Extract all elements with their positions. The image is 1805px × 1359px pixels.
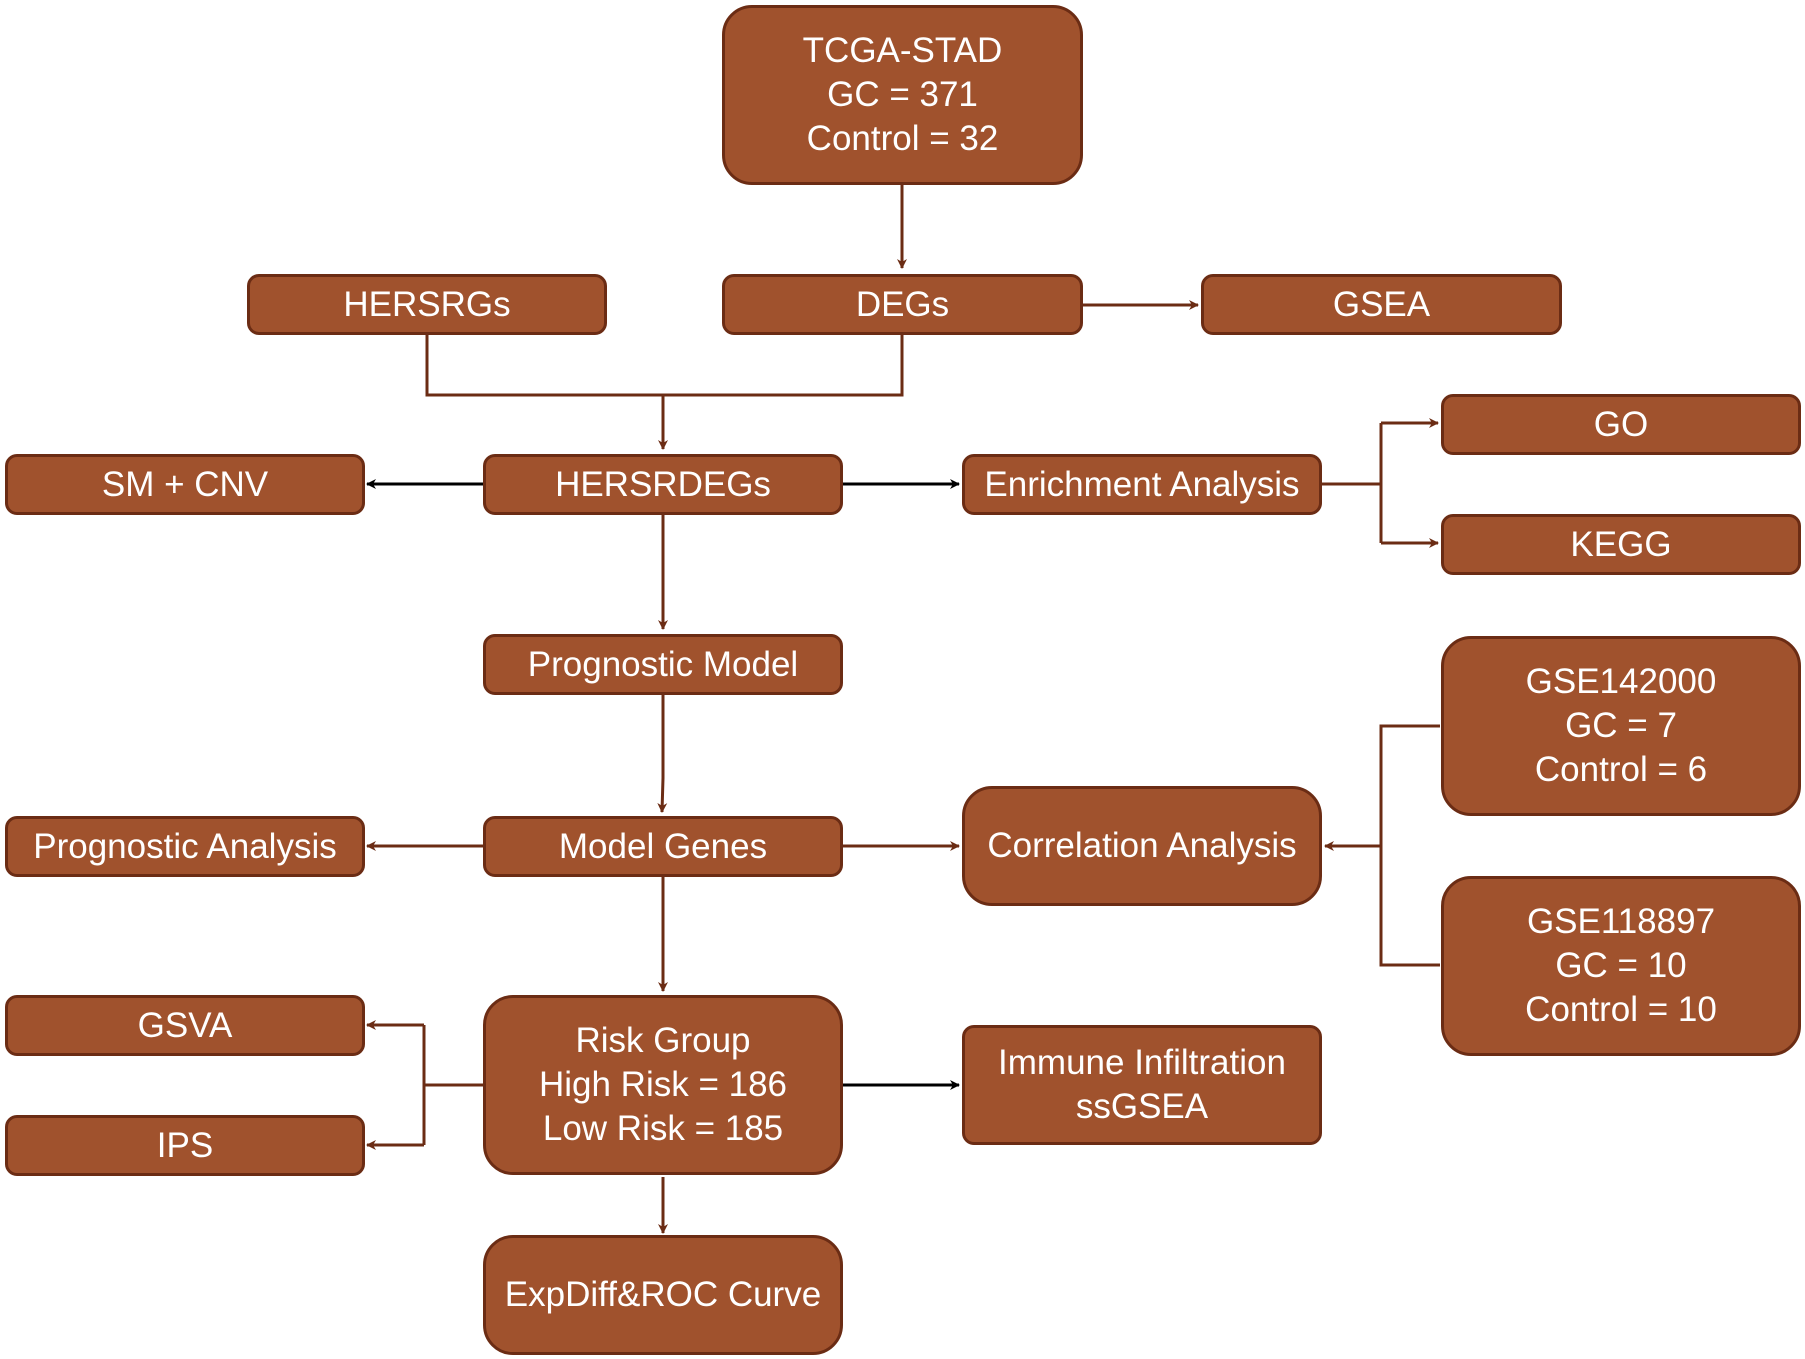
- node-tcga-line-2: GC = 371: [827, 75, 978, 114]
- node-correlation-analysis: Correlation Analysis: [962, 786, 1322, 906]
- node-immune-infiltration: Immune Infiltration ssGSEA: [962, 1025, 1322, 1145]
- connector-risk-branch: [422, 1025, 483, 1145]
- arrow-prognostic-model-to-model-genes: [657, 695, 668, 813]
- node-gse118897-line-3: Control = 10: [1525, 990, 1717, 1029]
- node-expdiff-label: ExpDiff&ROC Curve: [504, 1275, 822, 1314]
- node-model-genes-label: Model Genes: [558, 826, 768, 866]
- node-risk-group: Risk Group High Risk = 186 Low Risk = 18…: [483, 995, 843, 1175]
- node-immune-line-2: ssGSEA: [1075, 1087, 1209, 1126]
- node-gse142000-line-2: GC = 7: [1565, 706, 1677, 745]
- node-gse118897-line-2: GC = 10: [1555, 946, 1687, 985]
- node-enrichment-label: Enrichment Analysis: [984, 464, 1300, 504]
- node-kegg: KEGG: [1441, 514, 1801, 575]
- node-hersrgs-label: HERSRGs: [343, 284, 511, 324]
- node-prognostic-model-label: Prognostic Model: [527, 644, 799, 684]
- node-correlation-label: Correlation Analysis: [987, 826, 1297, 865]
- node-expdiff-roc: ExpDiff&ROC Curve: [483, 1235, 843, 1355]
- node-ips-label: IPS: [156, 1125, 214, 1165]
- node-hersrgs: HERSRGs: [247, 274, 607, 335]
- node-enrichment-analysis: Enrichment Analysis: [962, 454, 1322, 515]
- node-smcnv-label: SM + CNV: [101, 464, 269, 504]
- node-tcga-line-3: Control = 32: [806, 119, 999, 158]
- node-gse118897: GSE118897 GC = 10 Control = 10: [1441, 876, 1801, 1056]
- node-go: GO: [1441, 394, 1801, 455]
- node-ips: IPS: [5, 1115, 365, 1176]
- node-prognostic-model: Prognostic Model: [483, 634, 843, 695]
- node-gse142000-line-3: Control = 6: [1534, 750, 1708, 789]
- node-gsea: GSEA: [1201, 274, 1562, 335]
- node-tcga-line-1: TCGA-STAD: [802, 31, 1003, 70]
- node-smcnv: SM + CNV: [5, 454, 365, 515]
- connector-hersrgs-merge: [425, 335, 904, 397]
- node-prognostic-analysis: Prognostic Analysis: [5, 816, 365, 877]
- node-gsea-label: GSEA: [1332, 284, 1431, 324]
- node-gse118897-line-1: GSE118897: [1526, 902, 1716, 941]
- connector-enrichment-branch: [1322, 423, 1383, 543]
- node-risk-group-line-3: Low Risk = 185: [542, 1109, 784, 1148]
- node-go-label: GO: [1593, 404, 1649, 444]
- node-immune-line-1: Immune Infiltration: [998, 1043, 1286, 1082]
- node-tcga: TCGA-STAD GC = 371 Control = 32: [722, 5, 1083, 185]
- node-gse142000-line-1: GSE142000: [1525, 662, 1717, 701]
- connector-gse-merge: [1379, 724, 1440, 967]
- node-degs: DEGs: [722, 274, 1083, 335]
- node-risk-group-line-1: Risk Group: [575, 1021, 751, 1060]
- node-risk-group-line-2: High Risk = 186: [538, 1065, 788, 1104]
- node-kegg-label: KEGG: [1570, 524, 1672, 564]
- node-gse142000: GSE142000 GC = 7 Control = 6: [1441, 636, 1801, 816]
- node-hersrdegs-label: HERSRDEGs: [555, 464, 771, 504]
- node-hersrdegs: HERSRDEGs: [483, 454, 843, 515]
- node-model-genes: Model Genes: [483, 816, 843, 877]
- node-gsva: GSVA: [5, 995, 365, 1056]
- node-degs-label: DEGs: [855, 284, 950, 324]
- node-prognostic-analysis-label: Prognostic Analysis: [33, 826, 337, 866]
- node-gsva-label: GSVA: [137, 1005, 233, 1045]
